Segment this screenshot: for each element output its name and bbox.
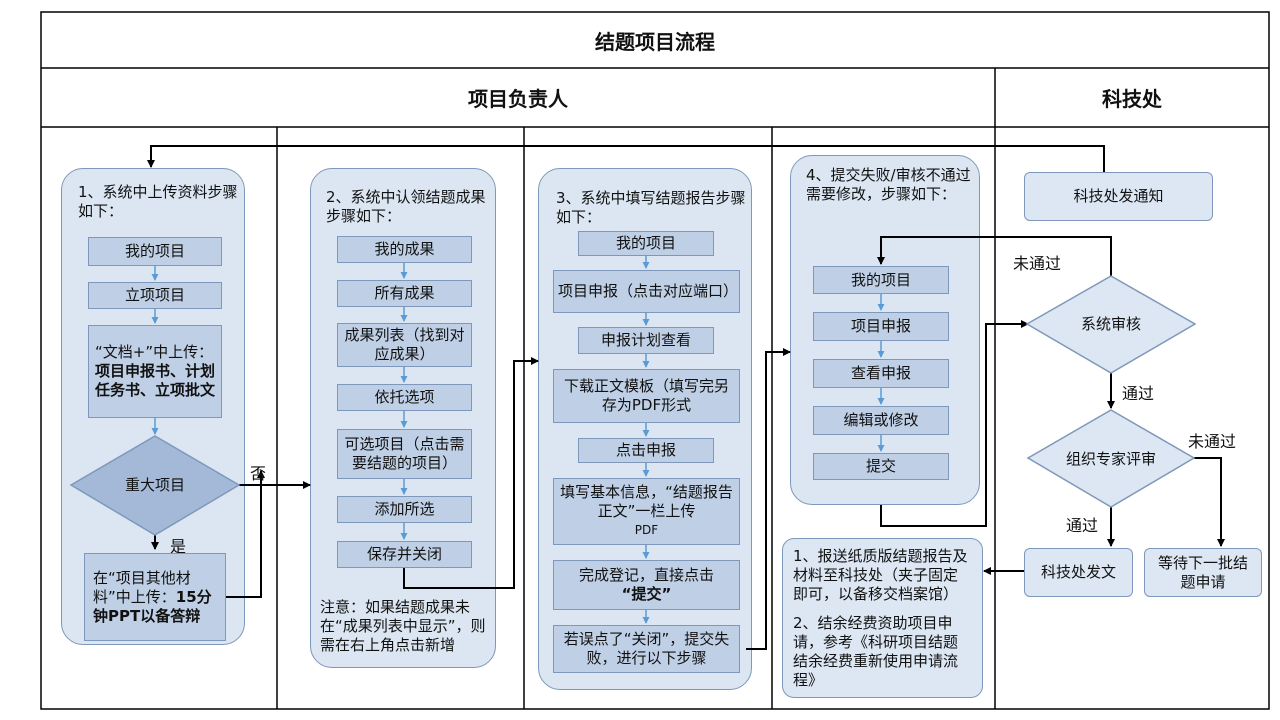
system-review-diamond (1025, 275, 1197, 374)
passed-label: 通过 (1122, 384, 1155, 403)
step4-heading: 4、提交失败/审核不通过需要修改，步骤如下： (806, 166, 971, 203)
step4-my-projects: 我的项目 (813, 266, 949, 294)
step1-approved-projects: 立项项目 (88, 282, 222, 309)
major-project-upload: 在“项目其他材料”中上传：15分钟PPT以备答辩 (84, 553, 226, 641)
step3-click-apply: 点击申报 (578, 438, 714, 463)
step3-submit: 完成登记，直接点击 “提交” (553, 560, 740, 610)
step2-result-list: 成果列表（找到对应成果） (337, 323, 472, 367)
no-label: 否 (250, 464, 267, 483)
step2-add-selected: 添加所选 (337, 496, 472, 523)
step1-my-projects: 我的项目 (88, 237, 222, 266)
submit-bold: “提交” (621, 585, 672, 603)
step4-view-apply: 查看申报 (813, 359, 949, 388)
major-project-label: 重大项目 (124, 475, 185, 494)
passed-label-2: 通过 (1066, 516, 1099, 535)
step4-edit: 编辑或修改 (813, 406, 949, 435)
step2-my-results: 我的成果 (337, 236, 472, 263)
system-review-label: 系统审核 (1080, 314, 1141, 333)
step2-options: 依托选项 (337, 384, 472, 411)
step4-project-apply: 项目申报 (813, 312, 949, 341)
step3-plan-view: 申报计划查看 (578, 327, 714, 354)
expert-review-diamond (1026, 409, 1196, 508)
step3-heading: 3、系统中填写结题报告步骤如下： (556, 189, 746, 226)
lane-header-leader: 项目负责人 (468, 87, 568, 111)
major-upload-text: 在“项目其他材料”中上传： (93, 568, 191, 606)
step2-save-close: 保存并关闭 (337, 541, 472, 568)
step3-my-projects: 我的项目 (578, 231, 714, 256)
step3-closed-by-mistake: 若误点了“关闭”，提交失败，进行以下步骤 (553, 625, 740, 673)
submit-text: 完成登记，直接点击 (578, 566, 714, 584)
page-title: 结题项目流程 (595, 29, 715, 54)
office-notice: 科技处发通知 (1024, 172, 1213, 221)
step4-submit: 提交 (813, 453, 949, 480)
upload-docs-text: “文档+”中上传： (95, 343, 214, 361)
final-note-2: 2、结余经费资助项目申请，参考《科研项目结题结余经费重新使用申请流程》 (793, 614, 959, 689)
yes-label: 是 (170, 537, 187, 556)
step2-note: 注意：如果结题成果未在“成果列表中显示”，则需在右上角点击新增 (320, 598, 486, 654)
not-passed-label-2: 未通过 (1188, 432, 1237, 451)
step2-heading: 2、系统中认领结题成果步骤如下： (326, 188, 486, 225)
step1-heading: 1、系统中上传资料步骤如下： (78, 183, 238, 220)
wait-next-batch: 等待下一批结题申请 (1144, 548, 1262, 597)
fill-info-text: 填写基本信息，“结题报告正文”一栏上传 (560, 483, 733, 520)
expert-review-label: 组织专家评审 (1066, 449, 1157, 468)
office-issue: 科技处发文 (1024, 548, 1133, 597)
step3-download-template: 下载正文模板（填写完另存为PDF形式 (553, 369, 740, 423)
step1-upload-docs: “文档+”中上传：项目申报书、计划任务书、立项批文 (88, 325, 222, 418)
step3-project-apply: 项目申报（点击对应端口） (553, 270, 740, 313)
step2-all-results: 所有成果 (337, 280, 472, 307)
step2-select-project: 可选项目（点击需要结题的项目） (337, 429, 472, 479)
not-passed-label-1: 未通过 (1013, 254, 1062, 273)
upload-docs-bold: 项目申报书、计划任务书、立项批文 (95, 362, 216, 399)
final-notes: 1、报送纸质版结题报告及材料至科技处（夹子固定即可，以备移交档案馆） 2、结余经… (782, 538, 983, 698)
major-project-diamond (69, 435, 241, 536)
fill-info-pdf: PDF (634, 523, 659, 537)
lane-header-office: 科技处 (1102, 87, 1162, 111)
major-upload-bold: 15分钟PPT以备答辩 (93, 587, 212, 625)
step3-fill-info: 填写基本信息，“结题报告正文”一栏上传 PDF (553, 478, 740, 545)
final-note-1: 1、报送纸质版结题报告及材料至科技处（夹子固定即可，以备移交档案馆） (793, 547, 968, 603)
